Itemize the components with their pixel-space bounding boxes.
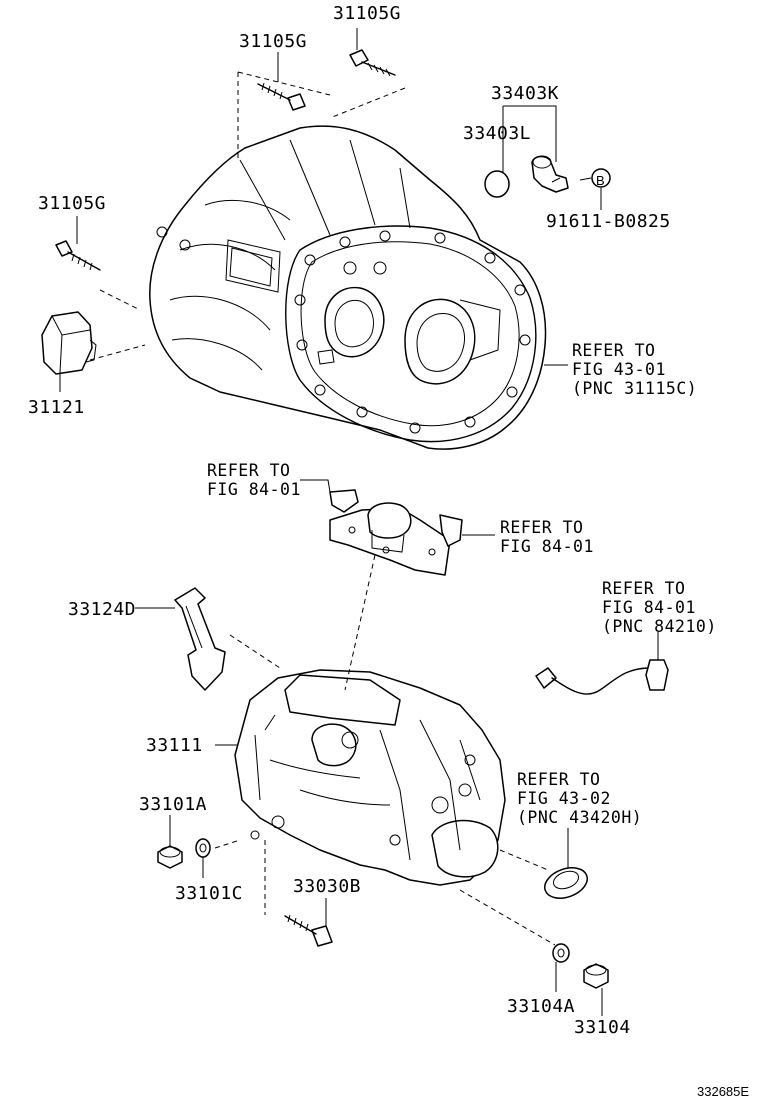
cap-plug-31121: [41, 311, 97, 375]
transaxle-housing: [149, 125, 547, 450]
label-bolt-31105g-left: 31105G: [38, 193, 107, 214]
label-plug-33101a: 33101A: [139, 794, 208, 815]
label-sensor-33403k: 33403K: [491, 83, 560, 104]
bolt-31105g-top-right: [349, 49, 396, 77]
label-bolt-91611-b0825: 91611-B0825: [546, 211, 671, 232]
label-bolt-31105g-top-left: 31105G: [239, 31, 308, 52]
label-o-ring-33403l: 33403L: [463, 123, 532, 144]
label-bolt-b-mark: B: [596, 173, 605, 188]
bolt-31105g-top-left: [257, 82, 306, 111]
gasket-33104a: [552, 943, 570, 963]
bolt-b-mark: [591, 168, 611, 188]
transmission-case-33111: [234, 669, 506, 886]
label-refer-seal-line2: FIG 43-02: [517, 789, 611, 808]
label-refer-shift-a-line1: REFER TO: [207, 461, 291, 480]
shift-lever-housing: [329, 502, 451, 576]
label-refer-shift-b-line1: REFER TO: [500, 518, 584, 537]
label-refer-wire-line3: (PNC 84210): [602, 617, 717, 636]
bolt-33030b: [284, 914, 333, 947]
label-refer-seal-line3: (PNC 43420H): [517, 808, 643, 827]
plug-33101a: [157, 845, 183, 869]
shift-part-right: [439, 514, 463, 547]
leader-lines-upper: [59, 28, 602, 392]
bolt-31105g-left: [55, 240, 101, 271]
label-bracket-33124d: 33124D: [68, 599, 137, 620]
label-refer-wire-line1: REFER TO: [602, 579, 686, 598]
o-ring-33403l: [484, 170, 510, 198]
oil-seal-43420h: [544, 867, 588, 899]
label-drain-plug-33104: 33104: [574, 1017, 631, 1038]
label-refer-clutch-line2: FIG 43-01: [572, 360, 666, 379]
assembly-lines-lower: [214, 554, 556, 946]
label-gasket-33101c: 33101C: [175, 883, 244, 904]
label-case-33111: 33111: [146, 735, 203, 756]
sensor-33403k: [531, 155, 569, 193]
label-bolt-33030b: 33030B: [293, 876, 362, 897]
shift-part-left: [329, 489, 359, 513]
bracket-33124d: [174, 587, 226, 691]
sensor-wire-84210: [535, 659, 669, 695]
label-cap-plug-31121: 31121: [28, 397, 85, 418]
label-refer-clutch-line1: REFER TO: [572, 341, 656, 360]
gasket-33101c: [195, 838, 211, 858]
label-gasket-33104a: 33104A: [507, 996, 576, 1017]
label-refer-seal-line1: REFER TO: [517, 770, 601, 789]
label-refer-shift-a-line2: FIG 84-01: [207, 480, 301, 499]
label-refer-wire-line2: FIG 84-01: [602, 598, 696, 617]
label-bolt-31105g-top-right: 31105G: [333, 3, 402, 24]
leader-refer-shift-a: [300, 479, 331, 493]
label-refer-shift-b-line2: FIG 84-01: [500, 537, 594, 556]
drain-plug-33104: [583, 963, 609, 989]
label-refer-clutch-line3: (PNC 31115C): [572, 379, 698, 398]
figure-code: 332685E: [697, 1084, 750, 1099]
